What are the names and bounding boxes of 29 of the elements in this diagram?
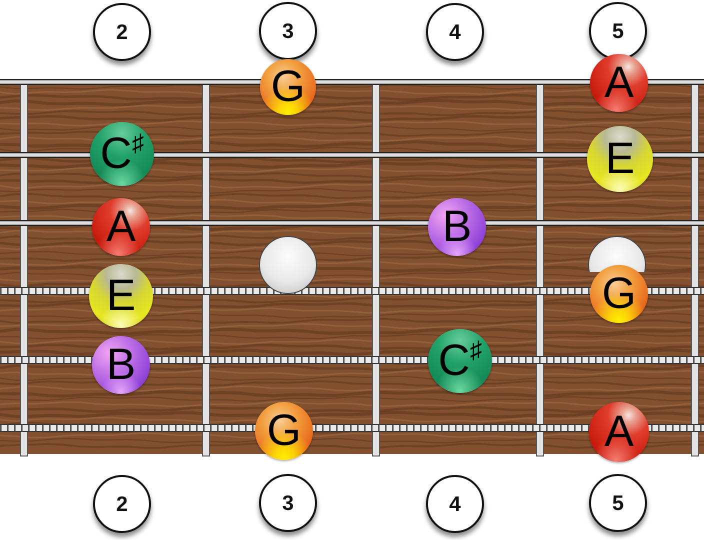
fret-number-circle: [259, 474, 317, 532]
note-marker: [260, 59, 316, 115]
fret-number: 5: [612, 492, 624, 514]
note-name: C$^{♯}$: [100, 132, 144, 176]
fret-number: 5: [612, 20, 624, 42]
fret-number-circle: [259, 2, 317, 60]
note-name: G: [270, 65, 306, 109]
note-name: G: [266, 409, 302, 453]
fret-number-circle: [93, 3, 151, 61]
note-name: E: [106, 274, 136, 318]
note-name: A: [106, 205, 136, 249]
fret-number-circle: [93, 475, 151, 533]
fret-number: 4: [449, 494, 461, 514]
note-name: A: [604, 61, 634, 105]
fret-number-circle: [426, 3, 484, 61]
fret-number: 2: [116, 494, 128, 514]
fret-number: 3: [282, 20, 294, 42]
note-name: A: [604, 410, 634, 454]
fret-number-circle: [589, 2, 647, 60]
fret-number: 3: [282, 492, 294, 514]
note-name: G: [602, 272, 636, 316]
note-name: C$^{♯}$: [438, 339, 482, 383]
fret-number: 4: [449, 22, 461, 42]
fret-number: 2: [116, 22, 128, 42]
note-name: B: [442, 205, 472, 249]
note-name: B: [106, 343, 136, 387]
fret-number-circle: [426, 475, 484, 533]
fret-number-circle: [589, 474, 647, 532]
note-name: E: [605, 137, 635, 181]
